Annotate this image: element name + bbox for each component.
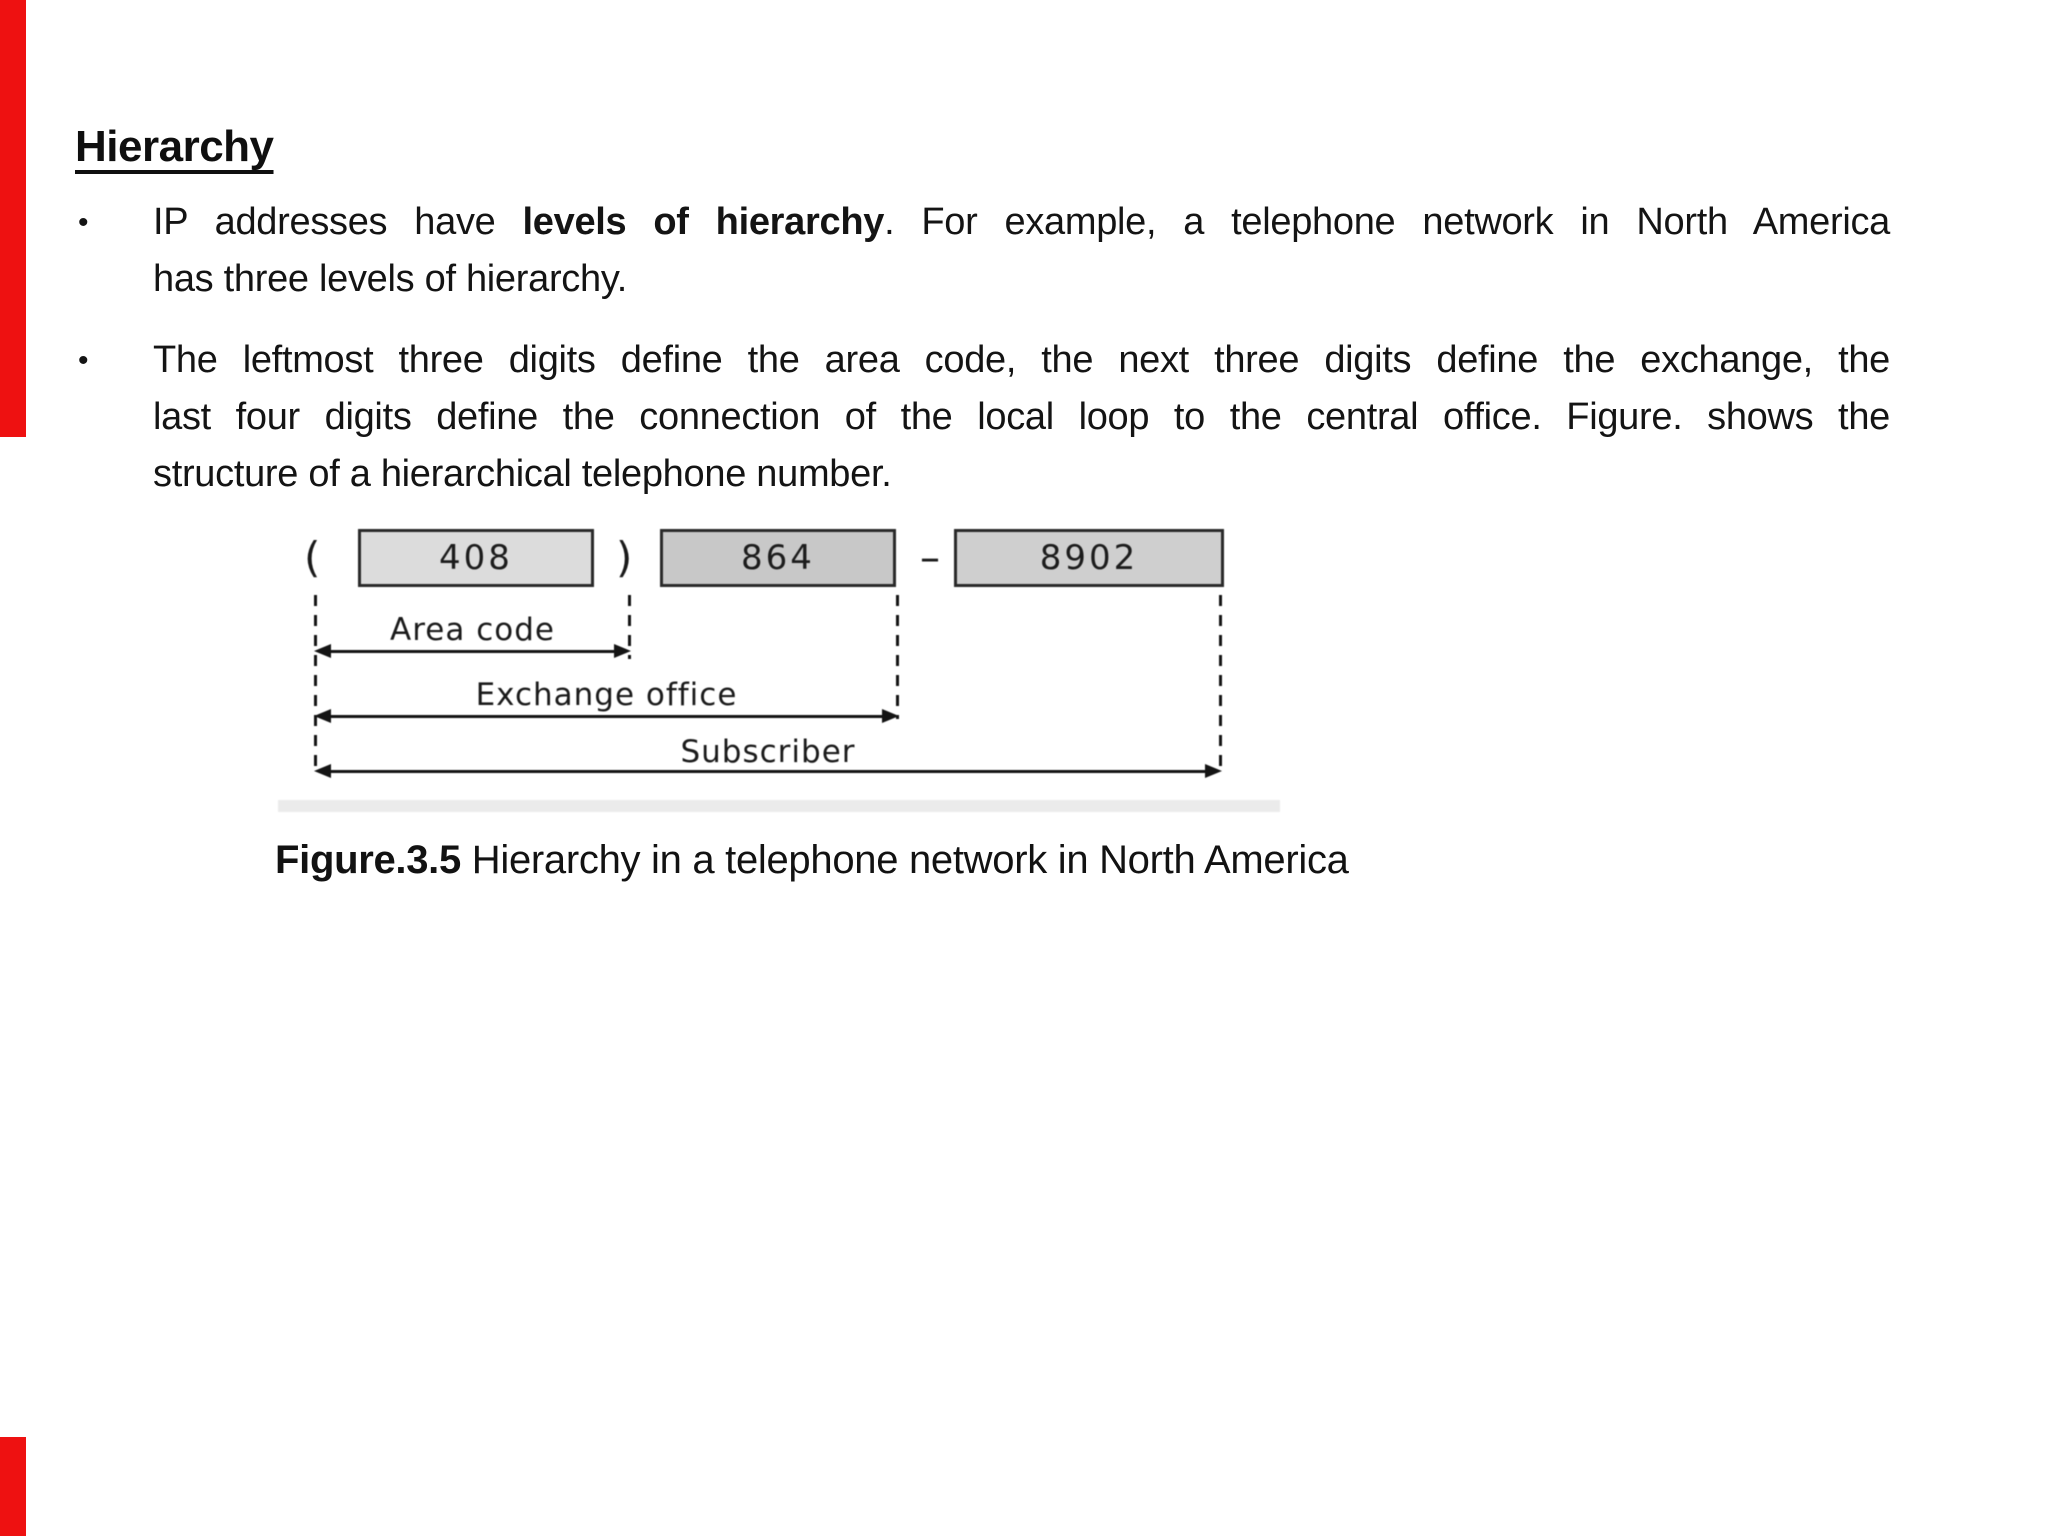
bullet2-line1: The leftmost three digits define the are… bbox=[153, 339, 1890, 381]
figure-caption: Figure.3.5 Hierarchy in a telephone netw… bbox=[275, 838, 1349, 883]
figure-caption-number: Figure.3.5 bbox=[275, 838, 461, 882]
arrow-shaft bbox=[322, 770, 1214, 773]
scan-artifact-strip bbox=[278, 800, 1280, 812]
red-accent-bar-bottom bbox=[0, 1437, 26, 1536]
bullet1-line1-post: . For example, a telephone network in No… bbox=[884, 201, 1890, 243]
exchange-box: 864 bbox=[660, 529, 896, 587]
bullet1-line1-pre: IP addresses have bbox=[153, 201, 523, 243]
slide-title: Hierarchy bbox=[75, 122, 274, 171]
exchange-office-label: Exchange office bbox=[475, 677, 738, 713]
bullet1-line1: IP addresses have levels of hierarchy. F… bbox=[153, 194, 1890, 251]
bullet1-line2: has three levels of hierarchy. bbox=[153, 258, 627, 300]
dashed-guide-line-left bbox=[314, 595, 317, 775]
open-paren: ( bbox=[304, 533, 321, 582]
bullet-item-1: • IP addresses have levels of hierarchy.… bbox=[75, 194, 1890, 308]
red-accent-bar-top bbox=[0, 0, 26, 437]
subscriber-arrow bbox=[314, 764, 1222, 778]
arrow-shaft bbox=[322, 650, 623, 653]
dashed-guide-line-subscriber bbox=[1219, 595, 1222, 773]
bullet1-line1-bold: levels of hierarchy bbox=[522, 201, 885, 243]
bullet2-line3: structure of a hierarchical telephone nu… bbox=[153, 453, 892, 495]
bullet-item-2: • The leftmost three digits define the a… bbox=[75, 332, 1890, 503]
arrow-shaft bbox=[322, 715, 891, 718]
dashed-guide-line-exchange bbox=[896, 595, 899, 719]
area-code-box: 408 bbox=[358, 529, 594, 587]
phone-number-dash: – bbox=[920, 535, 940, 581]
bullet-text-1: IP addresses have levels of hierarchy. F… bbox=[153, 194, 1890, 308]
subscriber-box: 8902 bbox=[954, 529, 1224, 587]
close-paren: ) bbox=[616, 533, 633, 582]
figure-caption-text: Hierarchy in a telephone network in Nort… bbox=[460, 838, 1349, 882]
bullet-marker: • bbox=[78, 344, 89, 377]
bullet-text-2: The leftmost three digits define the are… bbox=[153, 332, 1890, 503]
subscriber-label: Subscriber bbox=[680, 734, 856, 770]
bullet2-line2: last four digits define the connection o… bbox=[153, 396, 1890, 438]
area-code-arrow bbox=[314, 644, 631, 658]
exchange-office-arrow bbox=[314, 709, 899, 723]
dashed-guide-line-area-code bbox=[628, 595, 631, 659]
area-code-label: Area code bbox=[390, 612, 555, 648]
bullet-marker: • bbox=[78, 206, 89, 239]
telephone-hierarchy-diagram: ( 408 ) 864 – 8902 Area code Exchange of… bbox=[278, 515, 1280, 815]
bullet-list: • IP addresses have levels of hierarchy.… bbox=[75, 194, 1890, 503]
